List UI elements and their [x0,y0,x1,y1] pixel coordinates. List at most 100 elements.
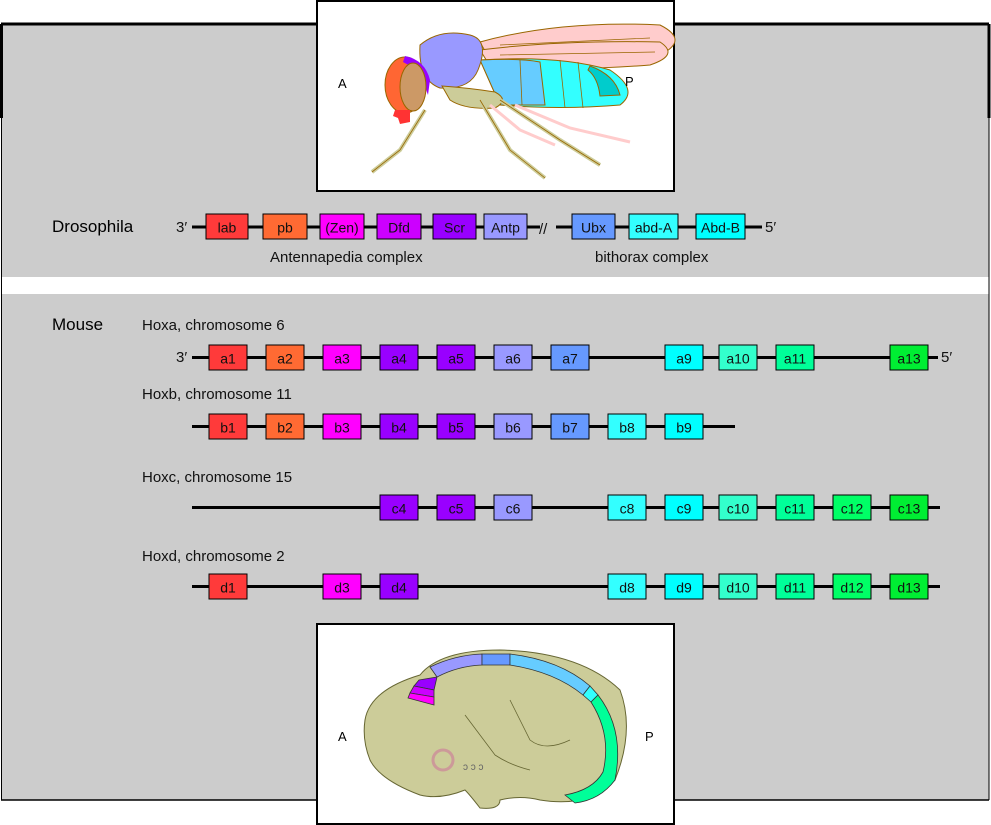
gene-box [322,413,362,440]
mouse-gene-d9: d9 [664,573,704,600]
mouse-gene-b1: b1 [208,413,248,440]
gene-box [483,213,528,240]
gene-label: pb [277,220,293,236]
mouse-3prime: 3′ [176,349,187,366]
gene-label: b3 [334,420,350,436]
svg-text:ᴐ ᴐ ᴐ: ᴐ ᴐ ᴐ [463,762,484,773]
drosophila-gene-ubx: Ubx [571,213,616,240]
gene-box [607,494,647,521]
mouse-gene-d8: d8 [607,573,647,600]
gene-box [718,573,758,600]
gene-box [265,344,305,371]
cluster-title: Hoxb, chromosome 11 [142,386,292,403]
drosophila-break-mark: // [539,221,548,238]
gene-box [379,413,419,440]
gene-box [205,213,249,240]
gene-label: d9 [676,580,692,596]
gene-label: d10 [726,580,750,596]
drosophila-gene-antp: Antp [483,213,528,240]
gene-box [319,213,365,240]
gene-box [695,213,746,240]
mouse-gene-a9: a9 [664,344,704,371]
gene-label: Abd-B [701,220,740,236]
mouse-label: Mouse [52,315,103,334]
mouse-gene-b8: b8 [607,413,647,440]
mouse-gene-a13: a13 [889,344,929,371]
gene-label: d13 [897,580,921,596]
gene-label: lab [218,220,237,236]
gene-label: b5 [448,420,464,436]
mouse-gene-c12: c12 [832,494,872,521]
gene-box [265,413,305,440]
gene-box [718,344,758,371]
gene-label: Dfd [388,220,410,236]
embryo-anterior-label: A [338,729,347,744]
gene-box [436,494,476,521]
mouse-gene-d4: d4 [379,573,419,600]
gene-label: c4 [392,501,407,517]
mouse-gene-b3: b3 [322,413,362,440]
gene-box [432,213,477,240]
cluster-title: Hoxc, chromosome 15 [142,469,292,486]
gene-label: Ubx [581,220,606,236]
gene-box [379,573,419,600]
mouse-gene-d13: d13 [889,573,929,600]
gene-label: d4 [391,580,407,596]
gene-label: d12 [840,580,864,596]
fly-figure: A P [316,0,676,192]
mouse-gene-c4: c4 [379,494,419,521]
gene-box [550,413,590,440]
gene-box [832,573,872,600]
gene-box [889,344,929,371]
drosophila-gene-zen: (Zen) [319,213,365,240]
gene-label: d8 [619,580,635,596]
gene-label: b1 [220,420,236,436]
gene-label: b7 [562,420,578,436]
mouse-gene-d12: d12 [832,573,872,600]
gene-box [607,413,647,440]
gene-box [208,573,248,600]
gene-label: b6 [505,420,521,436]
gene-label: Antp [491,220,520,236]
gene-box [379,494,419,521]
gene-label: a11 [784,351,807,367]
gene-box [775,494,815,521]
gene-label: a9 [676,351,692,367]
gene-box [664,413,704,440]
mouse-gene-c8: c8 [607,494,647,521]
mouse-gene-a6: a6 [493,344,533,371]
gene-label: a2 [277,351,293,367]
gene-box [208,344,248,371]
gene-label: a4 [391,351,407,367]
gene-box [322,344,362,371]
drosophila-gene-pb: pb [262,213,308,240]
mouse-gene-a4: a4 [379,344,419,371]
gene-label: a13 [897,351,921,367]
gene-box [628,213,679,240]
gene-box [775,573,815,600]
drosophila-5prime: 5′ [765,219,776,236]
drosophila-gene-abd-b: Abd-B [695,213,746,240]
gene-box [436,413,476,440]
gene-box [262,213,308,240]
gene-box [208,413,248,440]
gene-label: d11 [784,580,807,596]
mouse-gene-c9: c9 [664,494,704,521]
gene-label: b4 [391,420,407,436]
gene-box [493,344,533,371]
gene-label: c8 [620,501,635,517]
mouse-gene-c6: c6 [493,494,533,521]
gene-label: c5 [449,501,464,517]
mouse-gene-b7: b7 [550,413,590,440]
mouse-gene-b9: b9 [664,413,704,440]
mouse-gene-a1: a1 [208,344,248,371]
mouse-5prime: 5′ [941,349,952,366]
mouse-gene-a10: a10 [718,344,758,371]
